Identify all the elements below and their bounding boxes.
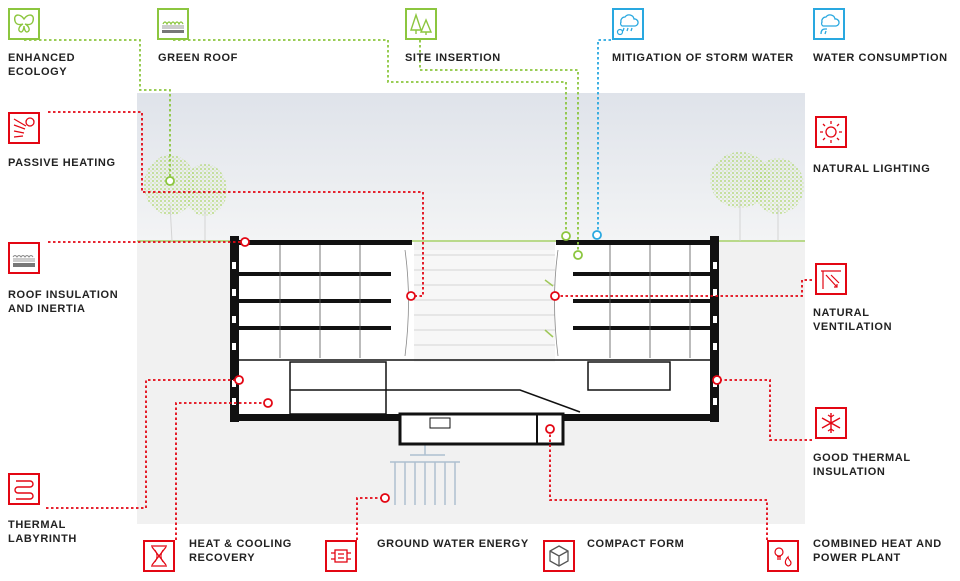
heat-pump-icon [325,540,357,572]
cube-icon [543,540,575,572]
label-ground-water-energy: GROUND WATER ENERGY [377,538,529,550]
sky-background [137,93,805,241]
label-water-consumption: WATER CONSUMPTION [813,52,948,64]
sun-icon [815,116,847,148]
roof-layers-icon [8,242,40,274]
green-nodes [165,176,583,260]
atrium-facades [404,249,559,357]
label-site-insertion: SITE INSERTION [405,52,501,64]
airflow-icon [815,263,847,295]
rain-cloud-icon [612,8,644,40]
trees-icon [405,8,437,40]
red-leaders [46,111,812,540]
red-nodes [234,237,722,503]
water-tap-icon [813,8,845,40]
bulb-flame-icon [767,540,799,572]
label-compact-form: COMPACT FORM [587,538,685,550]
sun-rays-icon [8,112,40,144]
trees-left [144,155,227,242]
blue-node [592,230,602,240]
heat-exchanger-icon [143,540,175,572]
butterfly-icon [8,8,40,40]
green-leaders [24,39,579,252]
geothermal-piles [390,424,460,505]
trees-right [710,152,804,241]
green-roof-icon [157,8,189,40]
label-natural-lighting: NATURAL LIGHTING [813,163,931,175]
label-storm-water: MITIGATION OF STORM WATER [612,52,794,64]
label-passive-heating: PASSIVE HEATING [8,157,116,169]
blue-leader [597,39,611,231]
snowflake-icon [815,407,847,439]
building-section [230,236,719,446]
labyrinth-icon [8,473,40,505]
label-green-roof: GREEN ROOF [158,52,238,64]
